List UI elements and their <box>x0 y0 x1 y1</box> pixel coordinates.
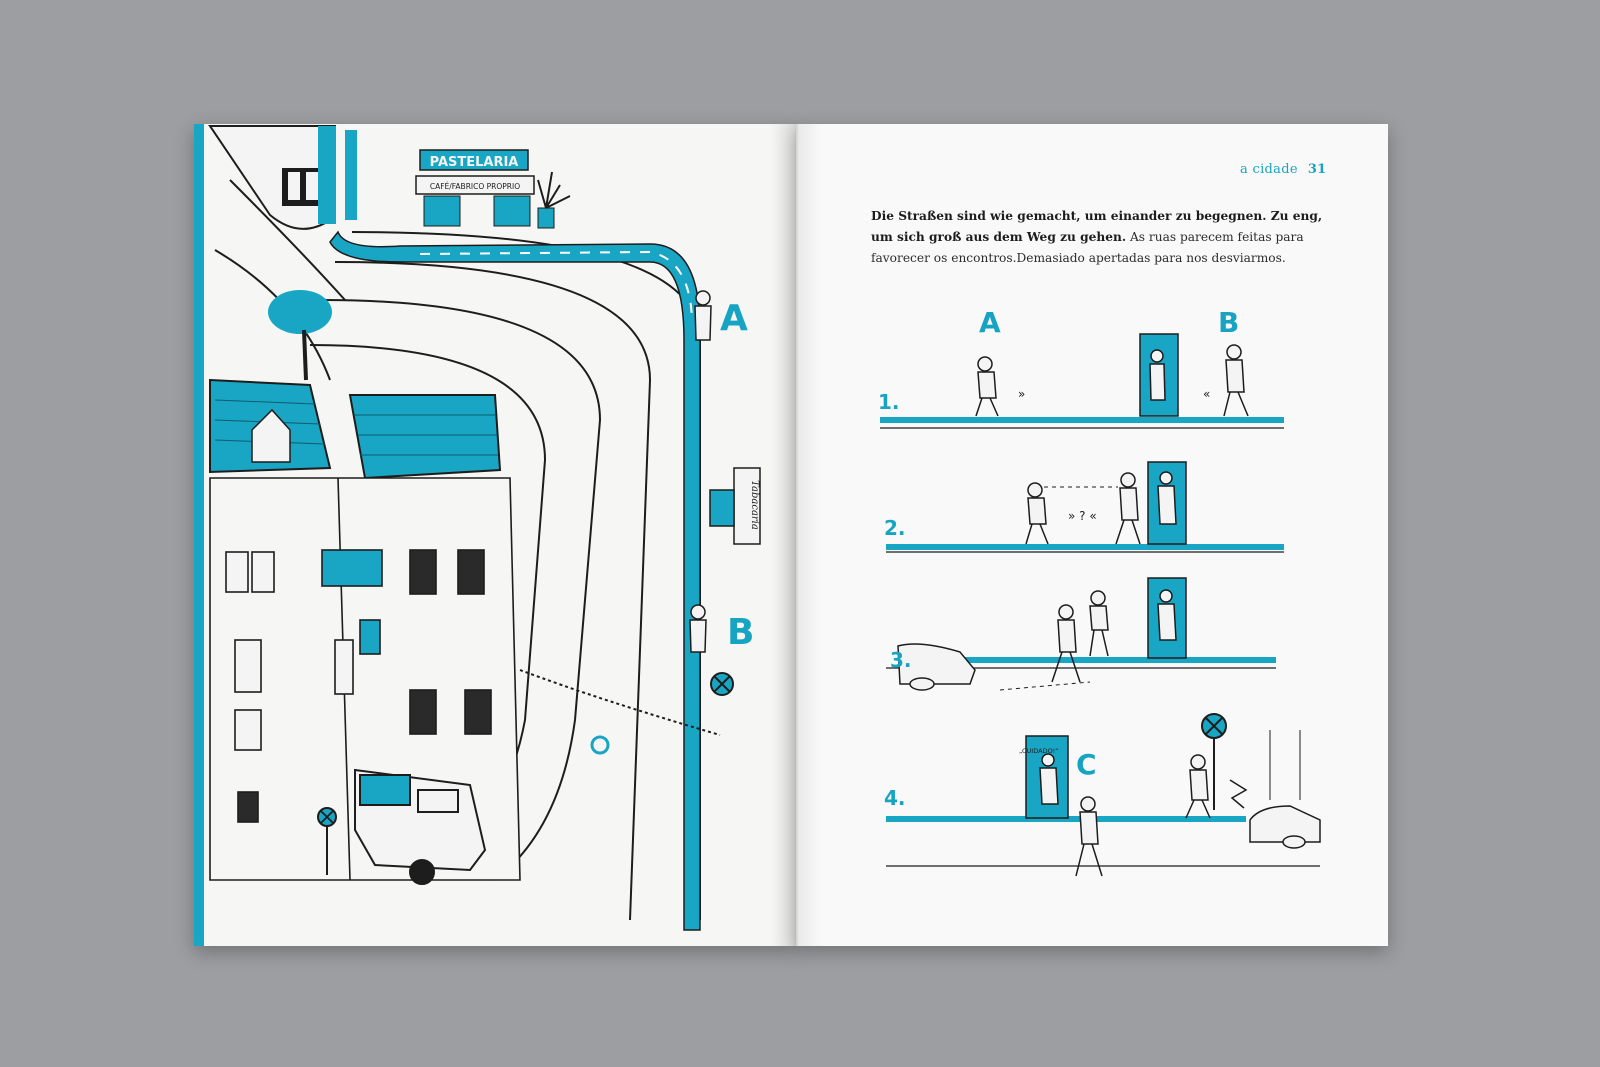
section-title: a cidade <box>1240 162 1298 177</box>
vertical-sign-text: Tabacaria <box>749 480 760 530</box>
german-text: Die Straßen sind wie gemacht, um einande… <box>871 209 1323 244</box>
step-1: 1. <box>878 390 900 414</box>
no-parking-sign <box>317 672 734 875</box>
step-4: 4. <box>884 786 906 810</box>
portuguese-text: As ruas parecem feitas para favorecer os… <box>871 230 1304 265</box>
svg-text:»: » <box>1018 387 1025 401</box>
svg-text:» ? «: » ? « <box>1068 509 1097 523</box>
tree <box>268 290 332 381</box>
person-a <box>694 290 712 341</box>
step-2: 2. <box>884 516 906 540</box>
tram <box>208 125 357 230</box>
shop-sign: PASTELARIA <box>430 155 519 170</box>
step-3: 3. <box>890 648 912 672</box>
label-a: A <box>979 306 1001 339</box>
label-c: C <box>1076 748 1097 781</box>
pastelaria-shop <box>415 149 571 229</box>
page-number: 31 <box>1307 162 1327 177</box>
label-b-left: B <box>727 612 755 653</box>
shop-subsign: CAFÉ/FABRICO PROPRIO <box>430 182 520 191</box>
running-header: a cidade 31 <box>1240 162 1327 177</box>
body-text: Die Straßen sind wie gemacht, um einande… <box>871 206 1331 269</box>
label-a-left: A <box>720 298 748 339</box>
svg-text:«: « <box>1203 387 1210 401</box>
building-facade <box>209 477 521 881</box>
tabacaria-sign <box>709 467 761 545</box>
roofs <box>209 378 502 480</box>
label-b: B <box>1218 306 1240 339</box>
left-page-edge <box>194 124 204 946</box>
speech-bubble: „CUIDADO!“ <box>1019 747 1059 755</box>
van <box>354 768 487 885</box>
encounter-diagram: » « » ? « <box>880 333 1321 877</box>
no-parking-sign-diagram <box>1201 713 1227 810</box>
person-b <box>689 604 707 653</box>
sidewalk <box>329 230 701 931</box>
